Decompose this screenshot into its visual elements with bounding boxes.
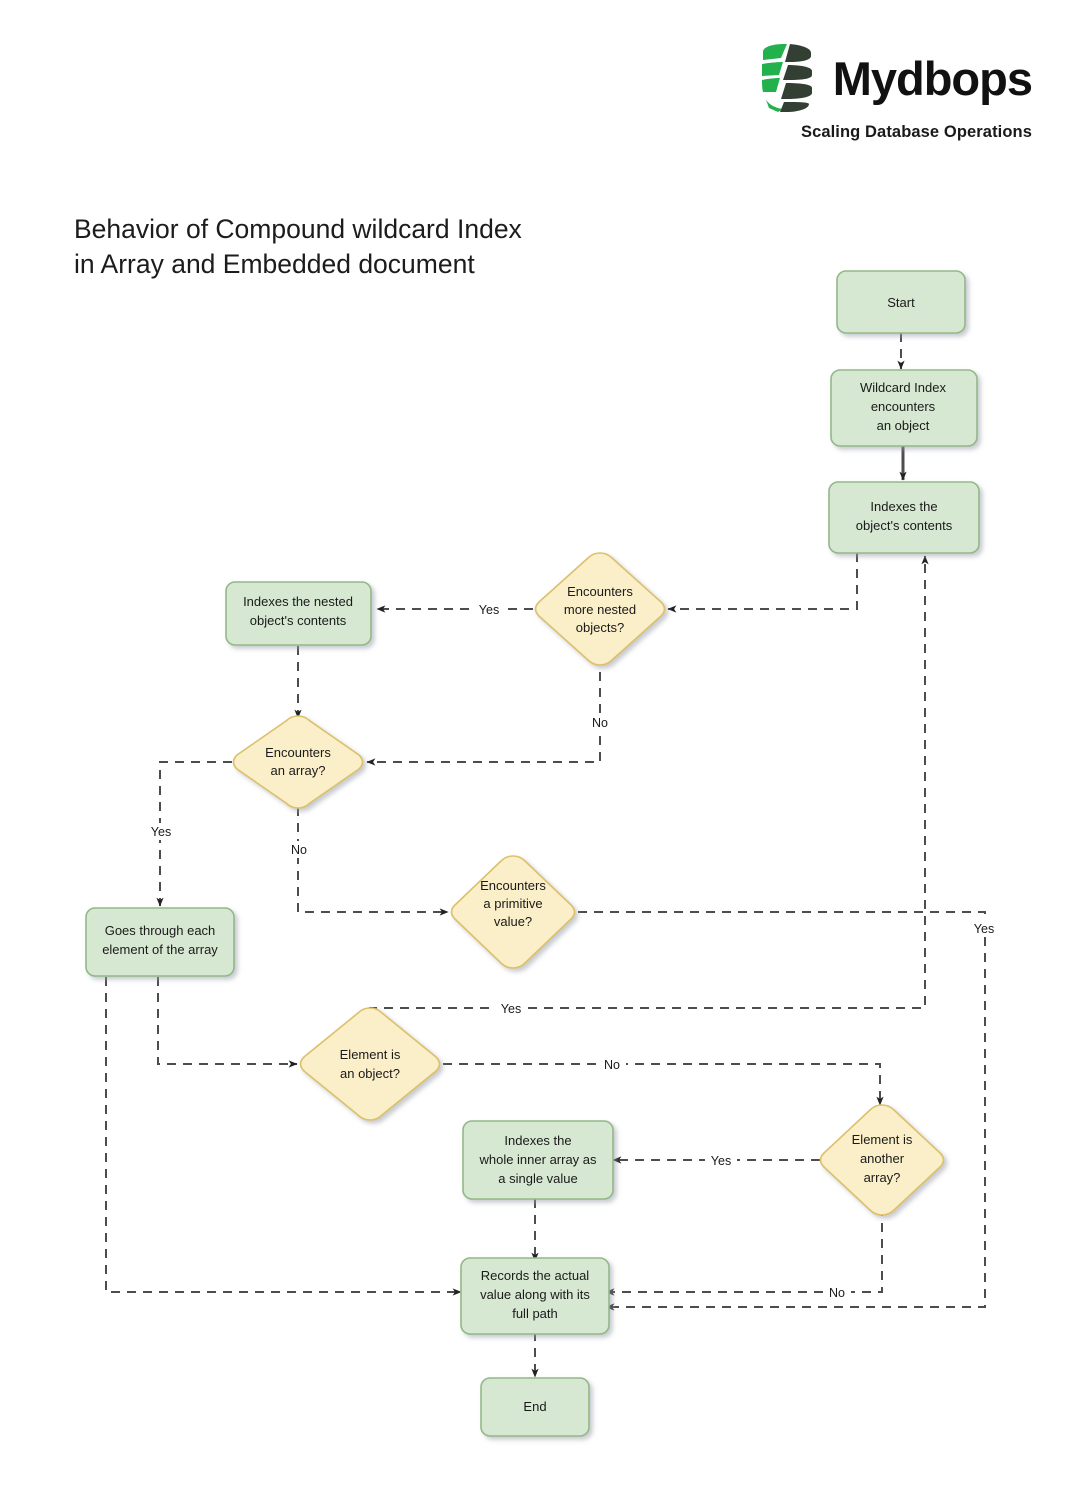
node-morenested-line3: objects? — [576, 620, 624, 635]
node-encprim-line3: value? — [494, 914, 532, 929]
edge-label-elemarr-yes: Yes — [711, 1154, 731, 1168]
node-goeseach-line2: element of the array — [102, 942, 218, 957]
node-morenested-line1: Encounters — [567, 584, 633, 599]
node-indexes-object-contents[interactable]: Indexes the object's contents — [828, 481, 980, 554]
node-records-line3: full path — [512, 1306, 558, 1321]
edge-elemobj-no-to-elemarr — [443, 1063, 884, 1106]
node-indexinner-line2: whole inner array as — [478, 1152, 597, 1167]
node-records-actual-value[interactable]: Records the actual value along with its … — [460, 1257, 610, 1335]
node-encounters-more-nested-objects[interactable]: Encounters more nested objects? — [534, 552, 666, 666]
node-encounters-an-array[interactable]: Encounters an array? — [232, 715, 364, 809]
node-encprim-line2: a primitive — [483, 896, 542, 911]
label-bg — [473, 601, 505, 618]
node-start-label: Start — [887, 295, 915, 310]
node-wildcard-line2: encounters — [871, 399, 936, 414]
edge-morenested-no-to-encarray — [366, 656, 601, 766]
node-indexes-whole-inner-array[interactable]: Indexes the whole inner array as a singl… — [462, 1120, 614, 1200]
label-bg — [495, 1000, 527, 1017]
node-encarray-line1: Encounters — [265, 745, 331, 760]
node-element-is-an-object[interactable]: Element is an object? — [299, 1007, 441, 1121]
edge-goeseach-to-records — [105, 977, 462, 1296]
node-end[interactable]: End — [480, 1377, 590, 1437]
node-elemarr-line2: another — [860, 1151, 905, 1166]
node-elemobj-line2: an object? — [340, 1066, 400, 1081]
node-indexinner-line3: a single value — [498, 1171, 578, 1186]
page-title: Behavior of Compound wildcard Index in A… — [74, 214, 522, 279]
node-indexinner-line1: Indexes the — [504, 1133, 571, 1148]
node-indexnested-line1: Indexes the nested — [243, 594, 353, 609]
edge-encarray-yes-to-goeseach — [156, 761, 232, 907]
edge-label-morenested-yes: Yes — [479, 603, 499, 617]
edge-goeseach-to-elemobj — [157, 977, 298, 1068]
label-bg — [598, 1056, 626, 1073]
node-goes-through-each-element[interactable]: Goes through each element of the array — [85, 907, 235, 977]
node-indexobj-line1: Indexes the — [870, 499, 937, 514]
label-bg — [586, 714, 614, 731]
node-records-line2: value along with its — [480, 1287, 590, 1302]
label-bg — [145, 823, 177, 840]
node-encarray-line2: an array? — [271, 763, 326, 778]
node-indexobj-line2: object's contents — [856, 518, 953, 533]
edge-indexobj-to-morenested — [667, 553, 858, 613]
label-bg — [968, 920, 1000, 937]
logo-tagline: Scaling Database Operations — [800, 123, 1032, 141]
label-bg — [705, 1152, 737, 1169]
edge-encarray-no-to-encprim — [297, 807, 449, 916]
node-goeseach-line1: Goes through each — [105, 923, 216, 938]
label-bg — [285, 841, 313, 858]
label-bg — [823, 1284, 851, 1301]
edge-label-encarray-no: No — [291, 843, 307, 857]
node-morenested-line2: more nested — [564, 602, 636, 617]
node-element-is-another-array[interactable]: Element is another array? — [819, 1104, 945, 1216]
node-wildcard-line1: Wildcard Index — [860, 380, 946, 395]
edge-label-encarray-yes: Yes — [151, 825, 171, 839]
brand-logo: Mydbops Scaling Database Operations — [757, 42, 1033, 142]
mydbops-database-logo-icon — [761, 44, 812, 112]
node-start[interactable]: Start — [836, 270, 966, 334]
edge-label-encprim-yes: Yes — [974, 922, 994, 936]
edge-encprim-yes-to-records — [578, 911, 986, 1311]
node-indexnested-line2: object's contents — [250, 613, 347, 628]
node-elemarr-line3: array? — [864, 1170, 901, 1185]
logo-wordmark: Mydbops — [832, 51, 1033, 105]
node-elemarr-line1: Element is — [852, 1132, 913, 1147]
edge-label-elemarr-no: No — [829, 1286, 845, 1300]
node-end-label: End — [523, 1399, 546, 1414]
node-encprim-line1: Encounters — [480, 878, 546, 893]
logo-row: Mydbops — [757, 42, 1033, 114]
edge-label-morenested-no: No — [592, 716, 608, 730]
edge-label-elemobj-yes: Yes — [501, 1002, 521, 1016]
node-wildcard-index[interactable]: Wildcard Index encounters an object — [830, 369, 978, 447]
node-wildcard-line3: an object — [877, 418, 930, 433]
edge-elemarr-no-to-records — [605, 1207, 883, 1296]
node-indexes-nested-object-contents[interactable]: Indexes the nested object's contents — [225, 581, 372, 646]
node-records-line1: Records the actual — [481, 1268, 590, 1283]
node-encounters-primitive-value[interactable]: Encounters a primitive value? — [450, 855, 576, 969]
edge-label-elemobj-no: No — [604, 1058, 620, 1072]
edge-label-layer: Yes No Yes No Yes Yes No Yes No — [145, 601, 1000, 1301]
node-elemobj-line1: Element is — [340, 1047, 401, 1062]
